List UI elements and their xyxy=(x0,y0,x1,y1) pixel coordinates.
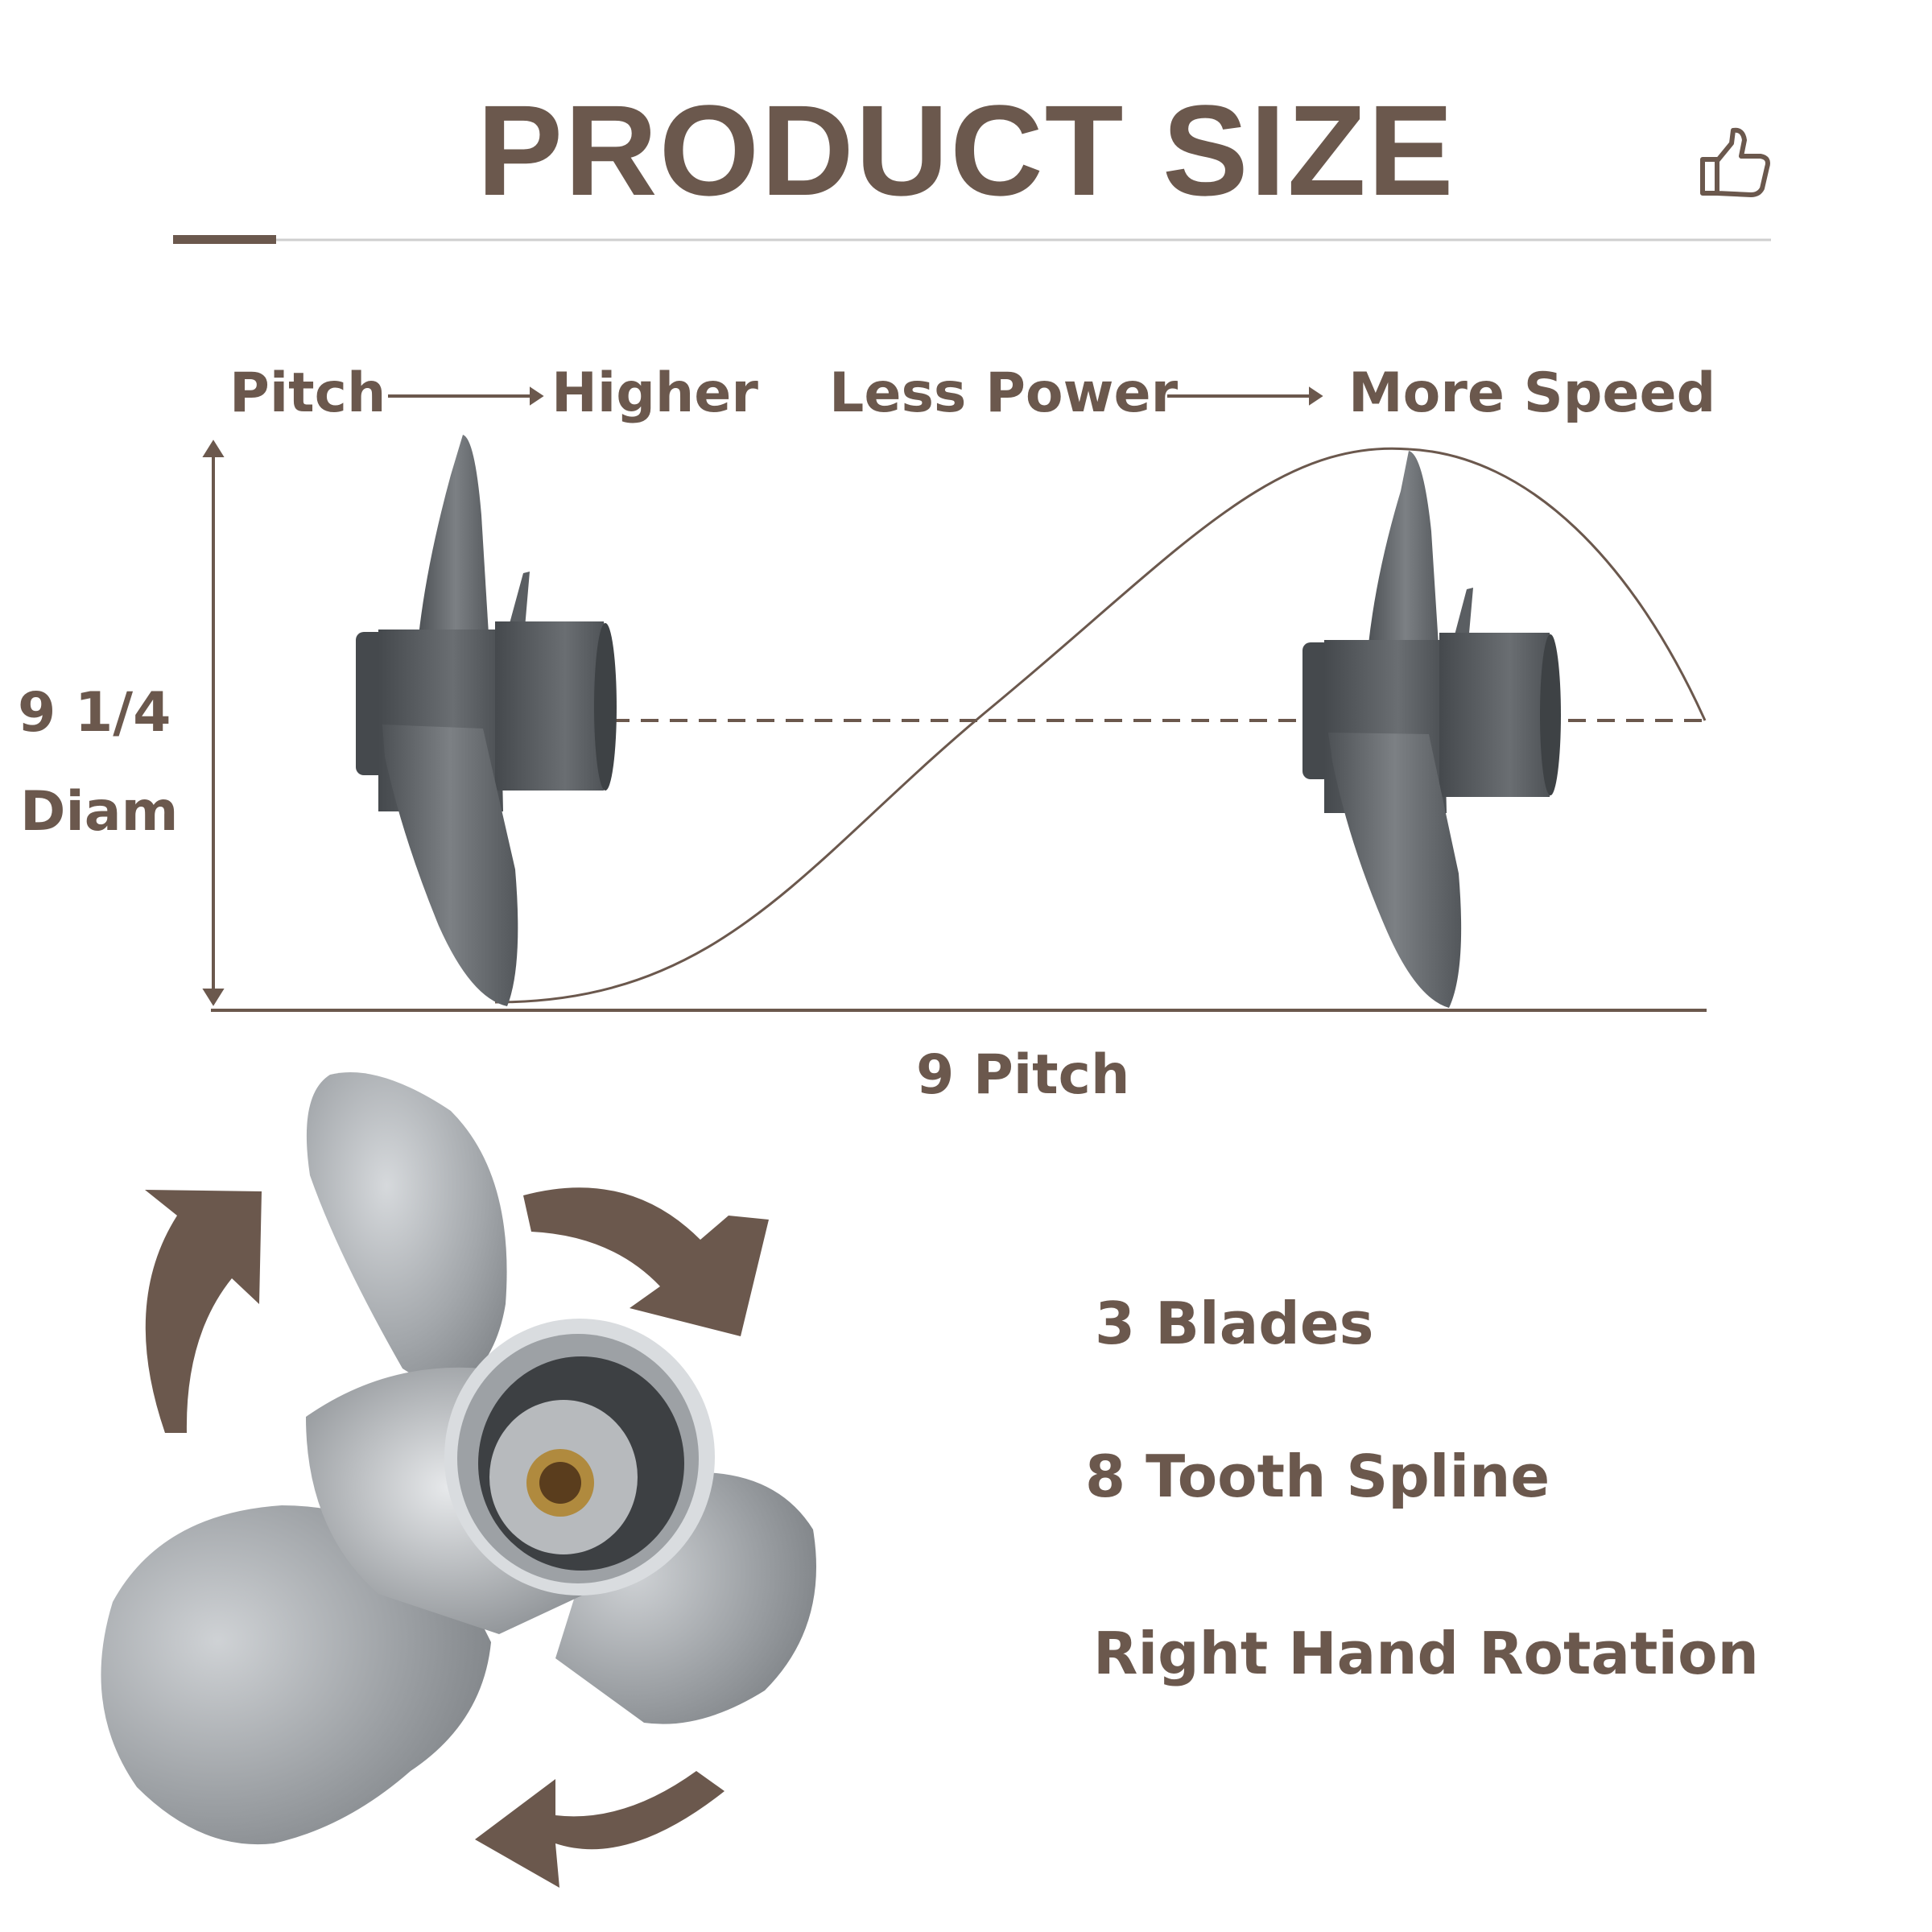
less-power-label: Less Power xyxy=(829,361,1179,425)
diameter-unit: Diam xyxy=(20,780,179,844)
propeller-side-view-left xyxy=(356,435,617,1006)
curved-arrow-icon xyxy=(145,1190,262,1433)
page-title: PRODUCT SIZE xyxy=(477,78,1455,222)
curved-arrow-icon xyxy=(523,1187,769,1336)
higher-label: Higher xyxy=(551,361,758,425)
more-speed-label: More Speed xyxy=(1348,361,1716,425)
pitch-label: Pitch xyxy=(229,361,386,425)
diameter-arrow xyxy=(202,440,225,1006)
feature-rotation: Right Hand Rotation xyxy=(1093,1620,1759,1687)
curved-arrow-icon xyxy=(475,1771,724,1888)
propeller-side-view-right xyxy=(1302,451,1561,1008)
pitch-value: 9 Pitch xyxy=(916,1043,1130,1107)
feature-spline: 8 Tooth Spline xyxy=(1085,1443,1550,1510)
spline-insert xyxy=(526,1449,594,1517)
feature-blades: 3 Blades xyxy=(1095,1290,1374,1357)
diameter-value: 9 1/4 xyxy=(18,681,171,745)
pitch-curve xyxy=(494,447,1707,1004)
